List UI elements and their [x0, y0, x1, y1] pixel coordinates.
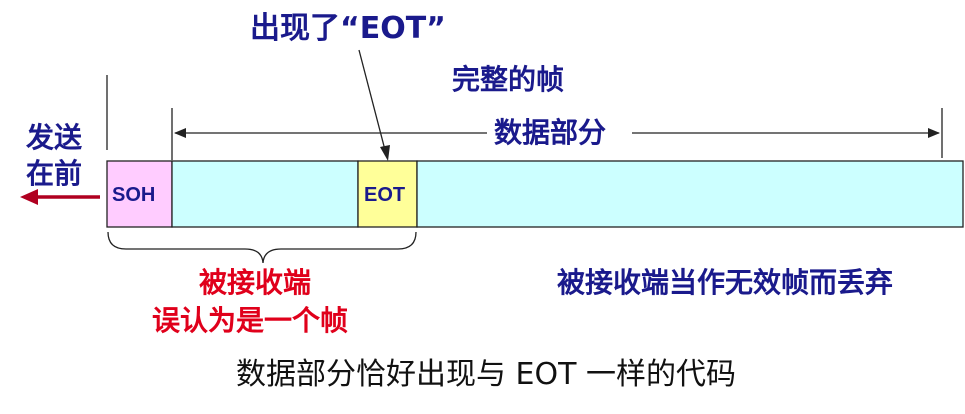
caption: 数据部分恰好出现与 EOT 一样的代码: [236, 357, 736, 392]
eot-callout-label: 出现了“EOT”: [250, 11, 446, 46]
send-first-line-2: 在前: [26, 157, 83, 190]
soh-label: SOH: [112, 184, 156, 206]
data-box-left: [171, 160, 359, 228]
eot-label: EOT: [364, 184, 406, 206]
discard-note: 被接收端当作无效帧而丢弃: [557, 266, 894, 299]
data-box-right: [416, 160, 964, 228]
data-span-arrowhead-left: [174, 128, 186, 138]
eot-box: [357, 160, 418, 228]
data-part-label: 数据部分: [494, 116, 607, 149]
misread-line-1: 被接收端: [199, 266, 312, 299]
eot-callout-arrowhead: [380, 145, 390, 161]
send-first-line-1: 发送: [26, 121, 83, 154]
misread-line-2: 误认为是一个帧: [152, 304, 349, 337]
eot-callout-line: [358, 49, 386, 151]
soh-box: [106, 160, 173, 228]
send-first-arrowhead: [20, 189, 38, 205]
complete-frame-label: 完整的帧: [452, 63, 565, 96]
misread-frame-brace: [107, 231, 417, 264]
data-span-arrowhead-right: [928, 128, 940, 138]
